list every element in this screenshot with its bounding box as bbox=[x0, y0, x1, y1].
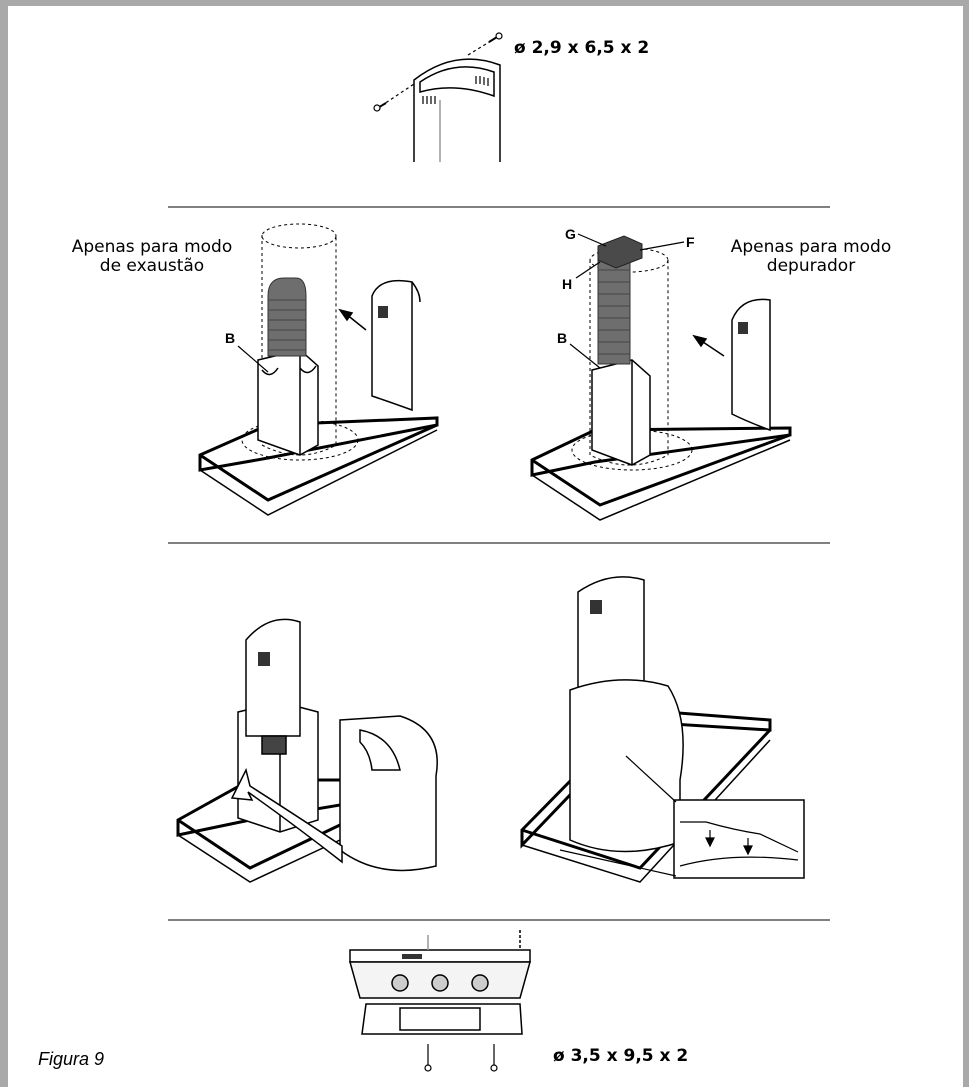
label-exhaust-line1: Apenas para modo bbox=[71, 237, 233, 257]
screw-icon bbox=[467, 32, 503, 56]
part-label-b-left: B bbox=[225, 330, 236, 346]
cover-panel-right bbox=[731, 298, 771, 432]
label-recirculation-mode: Apenas para modo depurador bbox=[726, 238, 896, 276]
recirculation-duct bbox=[597, 257, 631, 365]
cover-panel-left bbox=[371, 279, 421, 412]
arrow-left-step2 bbox=[338, 308, 367, 331]
screw-icon bbox=[490, 1044, 498, 1072]
label-exhaust-mode: Apenas para modo de exaustão bbox=[62, 238, 242, 276]
part-label-f: F bbox=[686, 234, 695, 250]
frame-top bbox=[0, 0, 969, 6]
screw-icon bbox=[424, 1044, 432, 1072]
label-recirc-line2: depurador bbox=[766, 256, 856, 276]
detail-callout bbox=[559, 755, 805, 879]
lower-chimney-step3-left bbox=[339, 715, 438, 872]
part-label-g: G bbox=[565, 226, 576, 242]
hood-underside bbox=[349, 930, 531, 1035]
lower-chimney-step3-right bbox=[569, 679, 684, 853]
deflector-unit bbox=[597, 235, 643, 269]
exhaust-duct bbox=[267, 277, 307, 357]
bracket-left bbox=[257, 349, 319, 456]
curved-arrow-step3 bbox=[230, 767, 343, 864]
frame-right bbox=[963, 0, 969, 1087]
bracket-right bbox=[591, 359, 651, 466]
screw-spec-bottom: ø 3,5 x 9,5 x 2 bbox=[553, 1046, 689, 1066]
upper-chimney-step3-right bbox=[577, 576, 645, 691]
part-label-b-right: B bbox=[557, 330, 568, 346]
upper-chimney-step3-left bbox=[245, 618, 301, 755]
arrow-right-step2 bbox=[692, 334, 725, 357]
screw-icon bbox=[373, 83, 415, 112]
part-label-h: H bbox=[562, 276, 573, 292]
hood-canopy-right bbox=[530, 426, 792, 521]
label-recirc-line1: Apenas para modo bbox=[730, 237, 892, 257]
frame-left bbox=[0, 0, 8, 1087]
screw-spec-top: ø 2,9 x 6,5 x 2 bbox=[514, 38, 650, 58]
label-exhaust-line2: de exaustão bbox=[99, 256, 205, 276]
step1-chimney-top bbox=[413, 58, 501, 162]
figure-caption: Figura 9 bbox=[38, 1049, 105, 1069]
